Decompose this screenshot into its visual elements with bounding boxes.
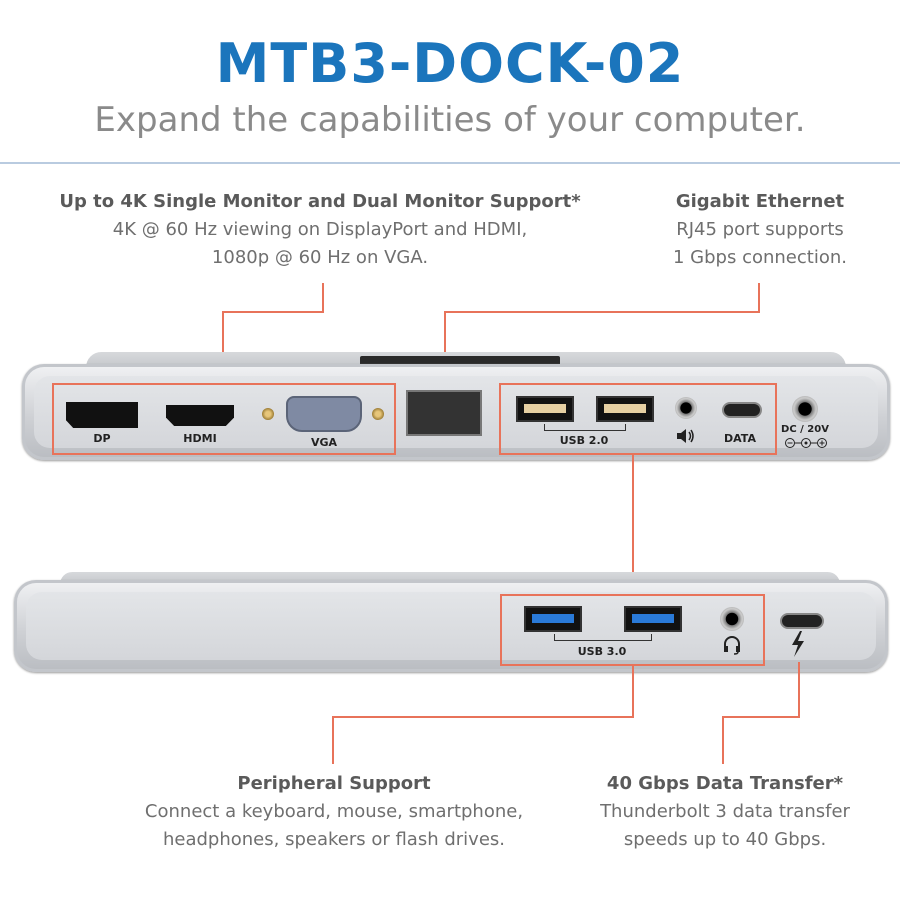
callout-thunderbolt-line1: Thunderbolt 3 data transfer bbox=[600, 801, 850, 822]
callout-monitor: Up to 4K Single Monitor and Dual Monitor… bbox=[40, 188, 600, 272]
callout-thunderbolt-heading: 40 Gbps Data Transfer* bbox=[606, 773, 844, 794]
headphone-jack bbox=[720, 607, 744, 631]
callout-ethernet: Gigabit Ethernet RJ45 port supports 1 Gb… bbox=[640, 188, 880, 272]
page-subtitle: Expand the capabilities of your computer… bbox=[94, 100, 806, 140]
frame-usb3-ports bbox=[500, 594, 765, 666]
connector-thunderbolt-v1 bbox=[798, 662, 800, 718]
usb2-bracket bbox=[544, 424, 626, 431]
audio-jack-rear bbox=[675, 397, 697, 419]
dc-label: DC / 20V bbox=[781, 424, 829, 435]
header-divider bbox=[0, 162, 900, 164]
callout-peripheral-line2: headphones, speakers or flash drives. bbox=[162, 829, 506, 850]
connector-ethernet-h bbox=[444, 311, 760, 313]
callout-peripheral-line1: Connect a keyboard, mouse, smartphone, bbox=[144, 801, 524, 822]
callout-ethernet-line2: 1 Gbps connection. bbox=[673, 247, 847, 268]
ethernet-port bbox=[406, 390, 482, 436]
usb2-port-2 bbox=[596, 396, 654, 422]
connector-monitor-h bbox=[222, 311, 324, 313]
usb3-label: USB 3.0 bbox=[577, 645, 627, 658]
callout-thunderbolt: 40 Gbps Data Transfer* Thunderbolt 3 dat… bbox=[580, 770, 870, 854]
usb3-port-2 bbox=[624, 606, 682, 632]
vga-label: VGA bbox=[310, 436, 338, 449]
callout-peripheral-heading: Peripheral Support bbox=[237, 773, 431, 794]
thunderbolt3-port bbox=[780, 613, 824, 629]
callout-monitor-line1: 4K @ 60 Hz viewing on DisplayPort and HD… bbox=[112, 219, 528, 240]
connector-thunderbolt-h bbox=[722, 716, 800, 718]
vga-screw-right bbox=[372, 408, 384, 420]
connector-peripheral-v1 bbox=[632, 666, 634, 718]
speaker-icon bbox=[676, 428, 696, 444]
callout-monitor-heading: Up to 4K Single Monitor and Dual Monitor… bbox=[59, 191, 581, 212]
headphone-icon bbox=[723, 635, 741, 655]
callout-ethernet-line1: RJ45 port supports bbox=[676, 219, 844, 240]
vga-port bbox=[286, 396, 362, 432]
displayport-port bbox=[66, 402, 138, 428]
vga-screw-left bbox=[262, 408, 274, 420]
frame-video-ports bbox=[52, 383, 396, 455]
callout-ethernet-heading: Gigabit Ethernet bbox=[675, 191, 845, 212]
connector-usb-mid bbox=[632, 455, 634, 595]
data-label: DATA bbox=[724, 432, 756, 445]
callout-monitor-line2: 1080p @ 60 Hz on VGA. bbox=[211, 247, 429, 268]
usb3-bracket bbox=[554, 634, 652, 641]
connector-peripheral-v2 bbox=[332, 716, 334, 764]
connector-monitor-v1 bbox=[322, 283, 324, 312]
hdmi-port bbox=[166, 405, 234, 426]
dc-polarity-icon bbox=[784, 436, 828, 448]
callout-thunderbolt-line2: speeds up to 40 Gbps. bbox=[623, 829, 827, 850]
usb3-port-1 bbox=[524, 606, 582, 632]
displayport-label: DP bbox=[93, 432, 111, 445]
connector-peripheral-h bbox=[332, 716, 634, 718]
connector-thunderbolt-v2 bbox=[722, 716, 724, 764]
usbc-data-port bbox=[722, 402, 762, 418]
callout-peripheral: Peripheral Support Connect a keyboard, m… bbox=[100, 770, 568, 854]
usb2-label: USB 2.0 bbox=[559, 434, 609, 447]
connector-monitor-v2 bbox=[222, 311, 224, 383]
usb2-port-1 bbox=[516, 396, 574, 422]
connector-ethernet-v1 bbox=[758, 283, 760, 312]
dc-power-port bbox=[792, 396, 818, 422]
hdmi-label: HDMI bbox=[183, 432, 217, 445]
page-title: MTB3-DOCK-02 bbox=[215, 32, 685, 95]
frame-usb2-ports bbox=[499, 383, 777, 455]
thunderbolt-icon bbox=[788, 630, 808, 658]
